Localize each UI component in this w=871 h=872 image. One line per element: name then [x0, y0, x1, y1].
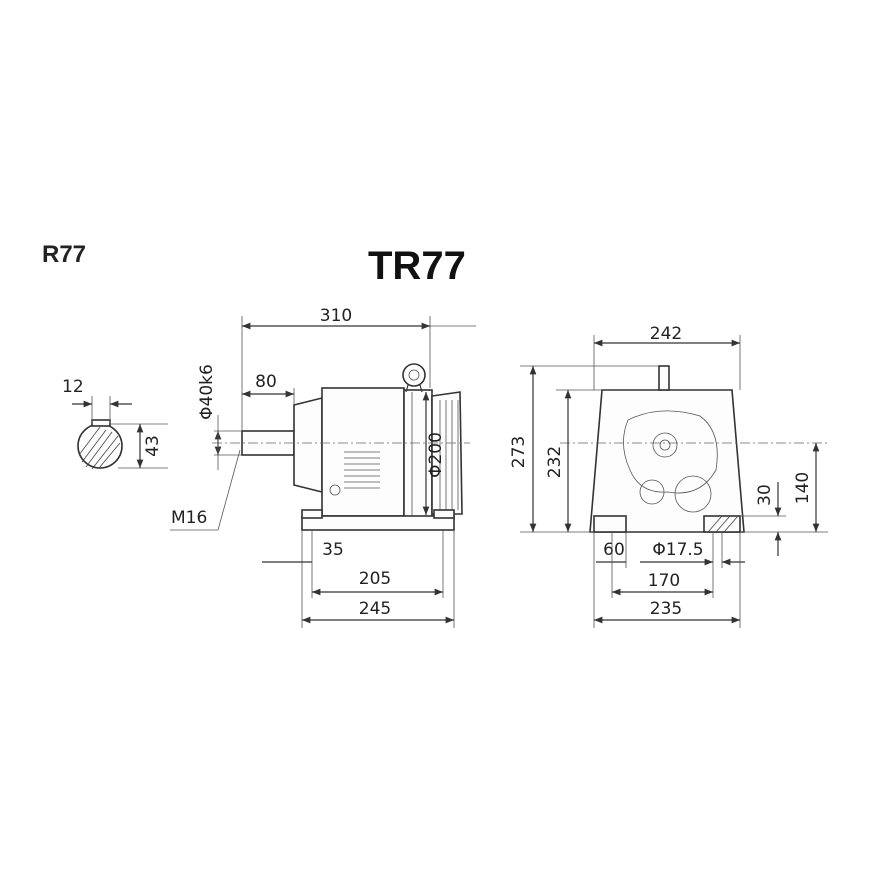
side-view: 310 80 Φ40k6 Φ200 M16 35 205 245 — [170, 306, 476, 628]
front-view: 242 273 232 140 30 60 Φ17.5 170 — [509, 324, 828, 628]
foot-thickness-label: 30 — [755, 484, 775, 506]
bolt-hole-label: Φ17.5 — [652, 540, 703, 560]
foot-hole-spacing-label: 205 — [359, 569, 391, 589]
foot-length-label: 245 — [359, 599, 391, 619]
flange-diameter-label: Φ200 — [426, 432, 446, 478]
shaft-end-detail: 12 43 — [62, 377, 168, 470]
model-title: TR77 — [368, 244, 466, 288]
shaft-length-label: 80 — [255, 372, 277, 392]
foot-offset-label: 35 — [322, 540, 344, 560]
thread-label: M16 — [171, 508, 207, 528]
overall-height-label: 273 — [509, 436, 529, 468]
shaft-height-label: 140 — [793, 472, 813, 504]
foot-edge-label: 60 — [603, 540, 625, 560]
foot-width-label: 235 — [650, 599, 682, 619]
housing-height-label: 232 — [545, 446, 565, 478]
hole-spacing-label: 170 — [648, 571, 680, 591]
shaft-key-width-label: 12 — [62, 377, 84, 397]
shaft-key-height-label: 43 — [143, 435, 163, 457]
series-title: R77 — [42, 241, 86, 268]
overall-length-label: 310 — [320, 306, 352, 326]
overall-width-label: 242 — [650, 324, 682, 344]
shaft-diameter-label: Φ40k6 — [197, 364, 217, 420]
